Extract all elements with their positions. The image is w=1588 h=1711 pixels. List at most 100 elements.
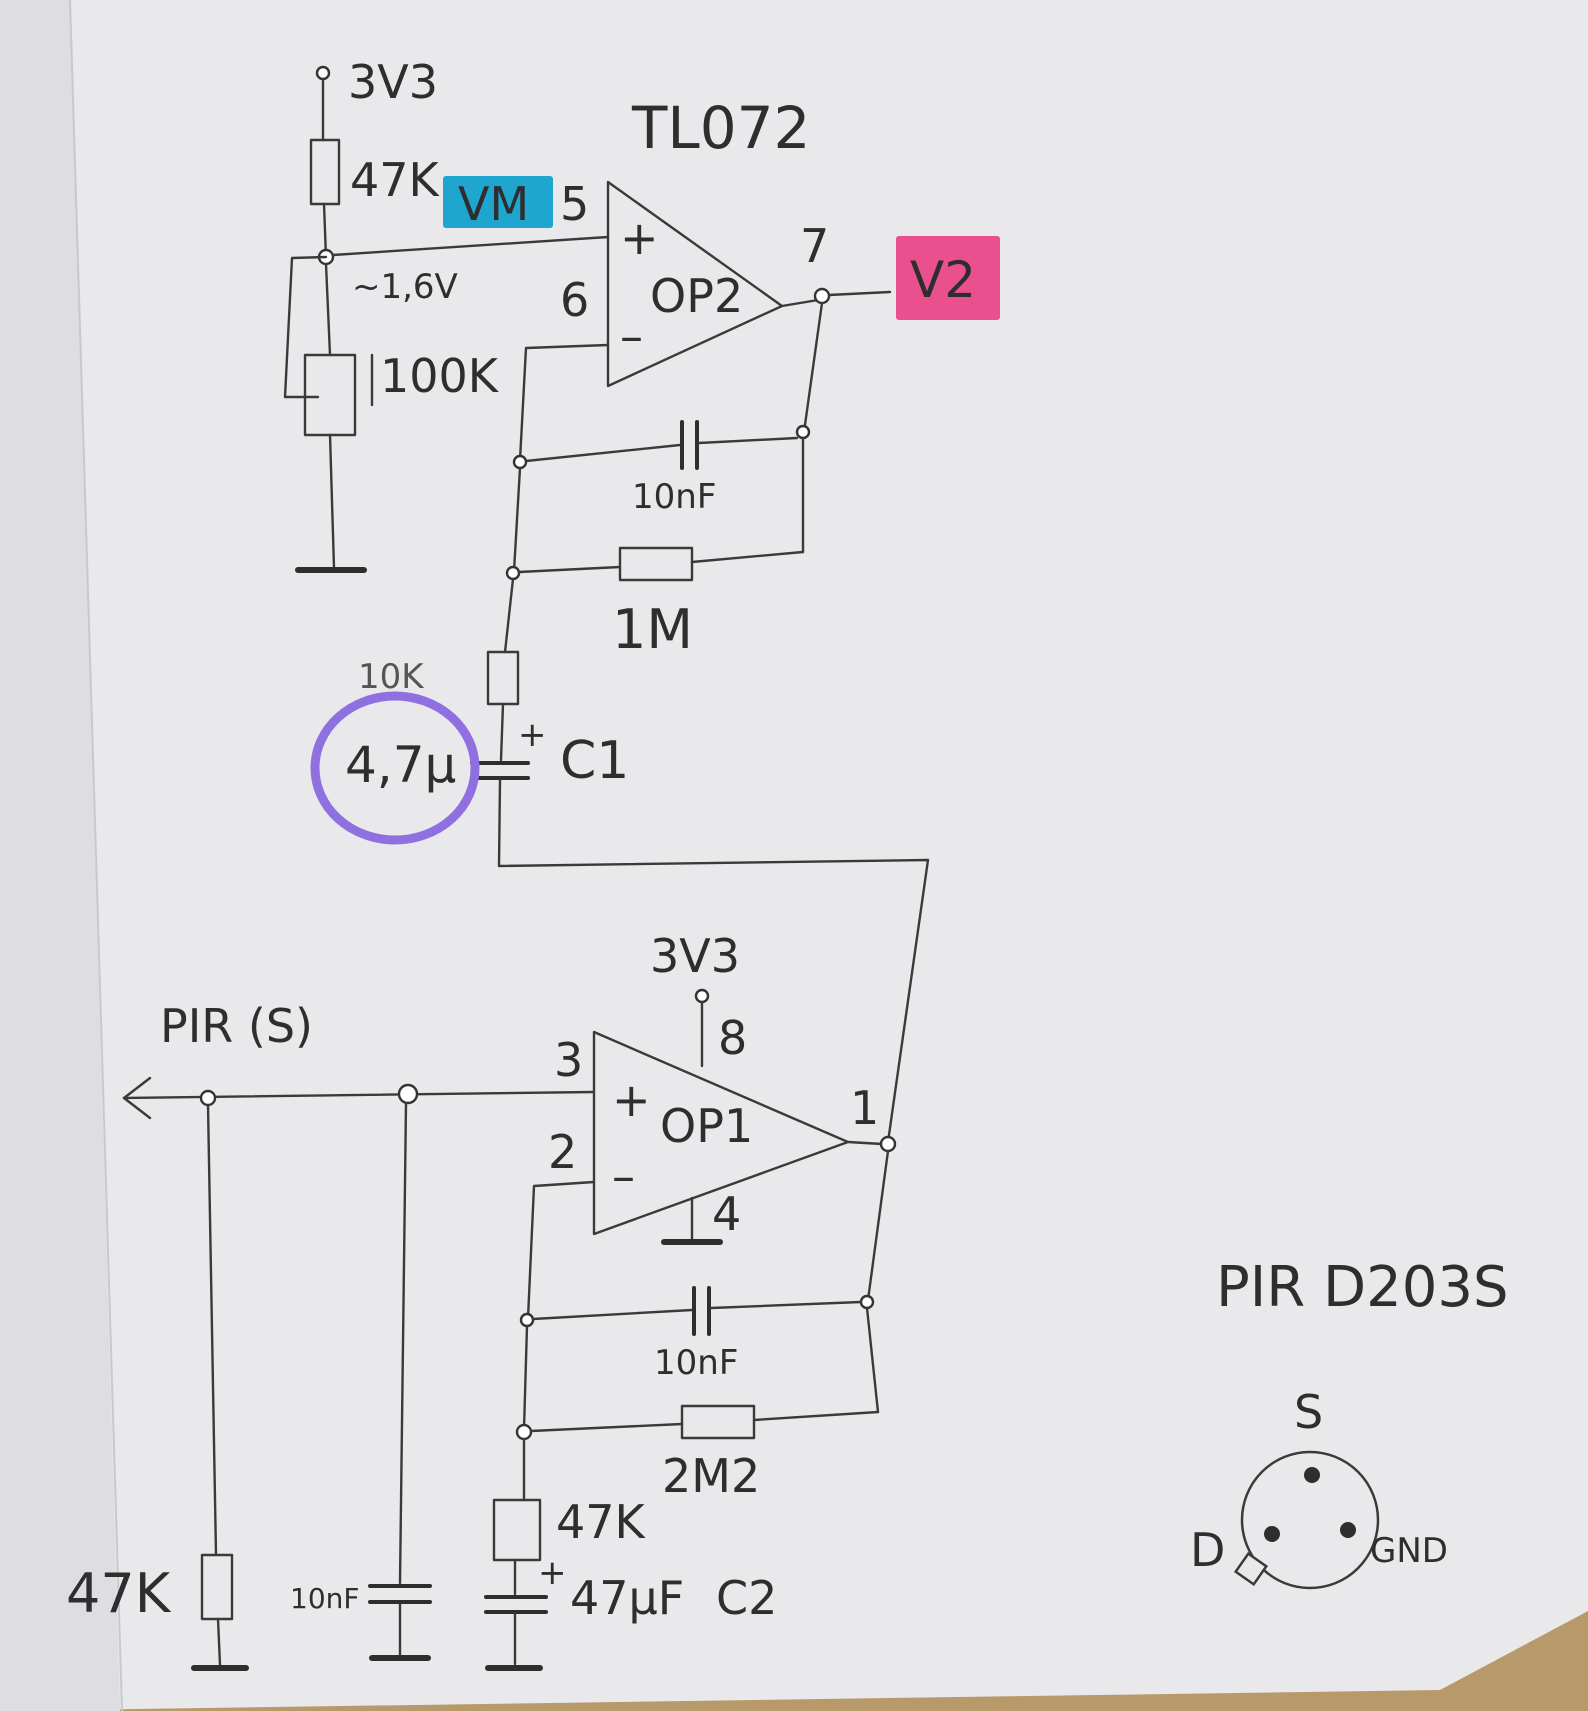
top-output-to-v2-wire bbox=[827, 290, 892, 297]
bottom-feedback-right-node bbox=[859, 1294, 875, 1310]
vm-tag-label: VM bbox=[458, 177, 529, 231]
pir-pin-gnd-dot bbox=[1340, 1522, 1356, 1538]
top-resistor-to-node-wire bbox=[322, 202, 328, 259]
pir-pin-d-label: D bbox=[1190, 1523, 1225, 1577]
pir-pin-d-dot bbox=[1264, 1526, 1280, 1542]
top-divider-to-plus-wire bbox=[331, 235, 610, 257]
top-pot-wiper-wire bbox=[283, 255, 328, 399]
bottom-circuit: 3V3 8 + – OP1 3 2 1 4 PIR (S) 47K bbox=[66, 929, 897, 1671]
bottom-pin-vcc-number: 8 bbox=[718, 1011, 747, 1065]
bottom-resistor-47k bbox=[492, 1498, 542, 1562]
input-resistor-wire-top bbox=[206, 1103, 218, 1557]
c1-value-highlight-circle bbox=[310, 691, 480, 845]
top-feedback-res-label: 1M bbox=[612, 598, 693, 661]
bottom-feedback-left-node-2 bbox=[515, 1423, 533, 1441]
bottom-res-left-wire bbox=[529, 1422, 684, 1433]
vm-highlight bbox=[443, 176, 553, 228]
top-supply-label: 3V3 bbox=[348, 55, 438, 109]
pir-pin-s-label: S bbox=[1294, 1385, 1323, 1439]
bottom-output-wire bbox=[846, 1140, 884, 1146]
bottom-feedback-res-label: 2M2 bbox=[662, 1449, 760, 1503]
bottom-feedback-right-wire bbox=[866, 1149, 890, 1302]
bottom-pin-out-number: 1 bbox=[850, 1081, 879, 1135]
bottom-opamp-name: OP1 bbox=[660, 1099, 753, 1153]
bottom-opamp-op1 bbox=[592, 1030, 850, 1236]
paper-fold-line bbox=[69, 0, 123, 1711]
top-feedback-right-node bbox=[795, 424, 811, 440]
top-feedback-resistor-1m bbox=[618, 546, 694, 582]
top-circuit: 3V3 47K ~1,6V 100K VM 5 6 TL072 + – OP2 … bbox=[283, 55, 1000, 1144]
pir-sensor-pinout: PIR D203S S D GND bbox=[1190, 1255, 1509, 1590]
bottom-feedback-right-lower-wire bbox=[865, 1306, 880, 1414]
bottom-cap-right-wire bbox=[709, 1300, 863, 1310]
bottom-output-node bbox=[879, 1135, 897, 1153]
c1-plus-sign: + bbox=[518, 715, 547, 755]
v2-tag-label: V2 bbox=[910, 251, 976, 309]
top-feedback-left-node-2 bbox=[505, 565, 521, 581]
top-pot-to-ground-wire bbox=[328, 433, 336, 570]
top-series-wire-1 bbox=[503, 577, 515, 654]
top-minus-input-wire bbox=[518, 343, 610, 462]
bottom-pin-plus-number: 3 bbox=[554, 1033, 583, 1087]
bottom-supply-terminal bbox=[694, 988, 710, 1004]
top-chip-label: TL072 bbox=[631, 94, 810, 162]
top-feedback-left-wire bbox=[512, 466, 522, 573]
top-output-node bbox=[813, 287, 831, 305]
input-cap-label: 10nF bbox=[290, 1582, 359, 1615]
bottom-opamp-plus-sign: + bbox=[612, 1073, 651, 1127]
top-feedback-cap-label: 10nF bbox=[632, 477, 716, 517]
bottom-pin-minus-number: 2 bbox=[548, 1125, 577, 1179]
bottom-res-right-wire bbox=[752, 1410, 880, 1422]
top-feedback-left-node-1 bbox=[512, 454, 528, 470]
bottom-opamp-minus-sign: – bbox=[612, 1149, 635, 1203]
top-feedback-right-wire bbox=[802, 301, 824, 434]
top-pot-top-wire bbox=[324, 262, 332, 357]
pir-pin-gnd-label: GND bbox=[1370, 1531, 1448, 1571]
top-opamp-name: OP2 bbox=[650, 269, 743, 323]
v2-highlight bbox=[896, 236, 1000, 320]
top-supply-terminal bbox=[315, 65, 331, 81]
top-series-res-label: 10K bbox=[358, 657, 425, 697]
top-opamp-op2 bbox=[606, 180, 784, 388]
pir-input-arrowhead bbox=[122, 1076, 152, 1120]
pir-sensor-title: PIR D203S bbox=[1216, 1255, 1509, 1320]
input-resistor-label: 47K bbox=[66, 1562, 172, 1625]
paper-left-strip bbox=[0, 0, 120, 1711]
bottom-feedback-resistor-2m2 bbox=[680, 1404, 756, 1440]
top-res-right-wire bbox=[690, 550, 805, 564]
bottom-feedback-left-wire bbox=[522, 1324, 529, 1431]
bottom-minus-input-wire bbox=[526, 1180, 596, 1320]
c1-to-op1-output-wire bbox=[497, 778, 930, 1144]
pir-sensor-tab bbox=[1233, 1551, 1269, 1587]
input-cap-wire-top bbox=[398, 1101, 408, 1585]
pir-sensor-body bbox=[1240, 1450, 1380, 1590]
bottom-pin-gnd-number: 4 bbox=[712, 1187, 741, 1241]
bottom-cap-left-wire bbox=[531, 1308, 694, 1321]
c1-value-label: 4,7µ bbox=[345, 736, 456, 794]
top-opamp-plus-sign: + bbox=[620, 211, 659, 265]
top-resistor-47k-label: 47K bbox=[350, 153, 441, 207]
top-opamp-minus-sign: – bbox=[620, 309, 643, 363]
top-res-left-wire bbox=[517, 565, 622, 574]
bottom-supply-label: 3V3 bbox=[650, 929, 740, 983]
pir-input-label: PIR (S) bbox=[160, 999, 313, 1053]
top-pin-minus-number: 6 bbox=[560, 273, 589, 327]
top-cap-left-wire bbox=[524, 443, 682, 463]
c2-plus-sign: + bbox=[538, 1553, 567, 1593]
c2-name-label: C2 bbox=[716, 1571, 777, 1625]
top-pin-plus-number: 5 bbox=[560, 177, 589, 231]
top-series-wire-2 bbox=[499, 702, 505, 762]
c2-value-label: 47µF bbox=[570, 1571, 684, 1625]
input-node-left bbox=[199, 1089, 217, 1107]
bottom-feedback-left-node-1 bbox=[519, 1312, 535, 1328]
top-output-wire bbox=[780, 298, 820, 308]
bottom-resistor-label: 47K bbox=[556, 1495, 647, 1549]
top-pot-100k-label: 100K bbox=[380, 349, 500, 403]
top-mid-voltage-label: ~1,6V bbox=[352, 267, 458, 307]
top-pin-out-number: 7 bbox=[800, 219, 829, 273]
c1-name-label: C1 bbox=[560, 731, 629, 791]
top-cap-right-wire bbox=[697, 436, 799, 445]
pir-pin-s-dot bbox=[1304, 1467, 1320, 1483]
